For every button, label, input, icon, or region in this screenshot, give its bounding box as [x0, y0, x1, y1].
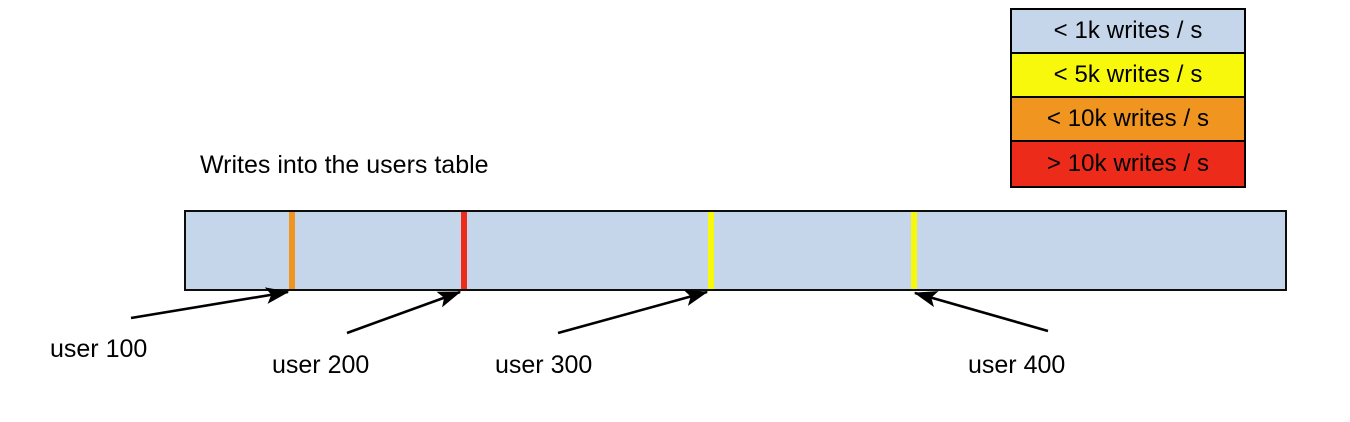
arrow-user-300 — [557, 289, 709, 335]
legend-row-lt-10k: < 10k writes / s — [1012, 98, 1244, 142]
legend-row-lt-5k: < 5k writes / s — [1012, 54, 1244, 98]
label-user-400: user 400 — [968, 351, 1066, 379]
stripe-user-100 — [289, 212, 295, 289]
stripe-user-400 — [911, 212, 917, 289]
legend-label-lt-5k: < 5k writes / s — [1053, 61, 1203, 88]
arrow-user-200 — [346, 290, 462, 335]
writes-rate-legend: < 1k writes / s < 5k writes / s < 10k wr… — [1010, 8, 1246, 188]
stripe-user-200 — [461, 212, 467, 289]
users-table-bar — [184, 210, 1287, 291]
legend-label-lt-1k: < 1k writes / s — [1053, 17, 1203, 44]
stripe-user-300 — [708, 212, 714, 289]
legend-row-gt-10k: > 10k writes / s — [1012, 142, 1244, 186]
legend-row-lt-1k: < 1k writes / s — [1012, 10, 1244, 54]
arrow-user-400 — [913, 291, 1049, 333]
legend-label-lt-10k: < 10k writes / s — [1046, 105, 1210, 132]
label-user-300: user 300 — [495, 351, 593, 379]
label-user-100: user 100 — [50, 335, 148, 363]
figure-caption: Writes into the users table — [200, 151, 489, 179]
legend-label-gt-10k: > 10k writes / s — [1046, 150, 1210, 177]
arrow-user-100 — [130, 287, 290, 320]
label-user-200: user 200 — [272, 351, 370, 379]
